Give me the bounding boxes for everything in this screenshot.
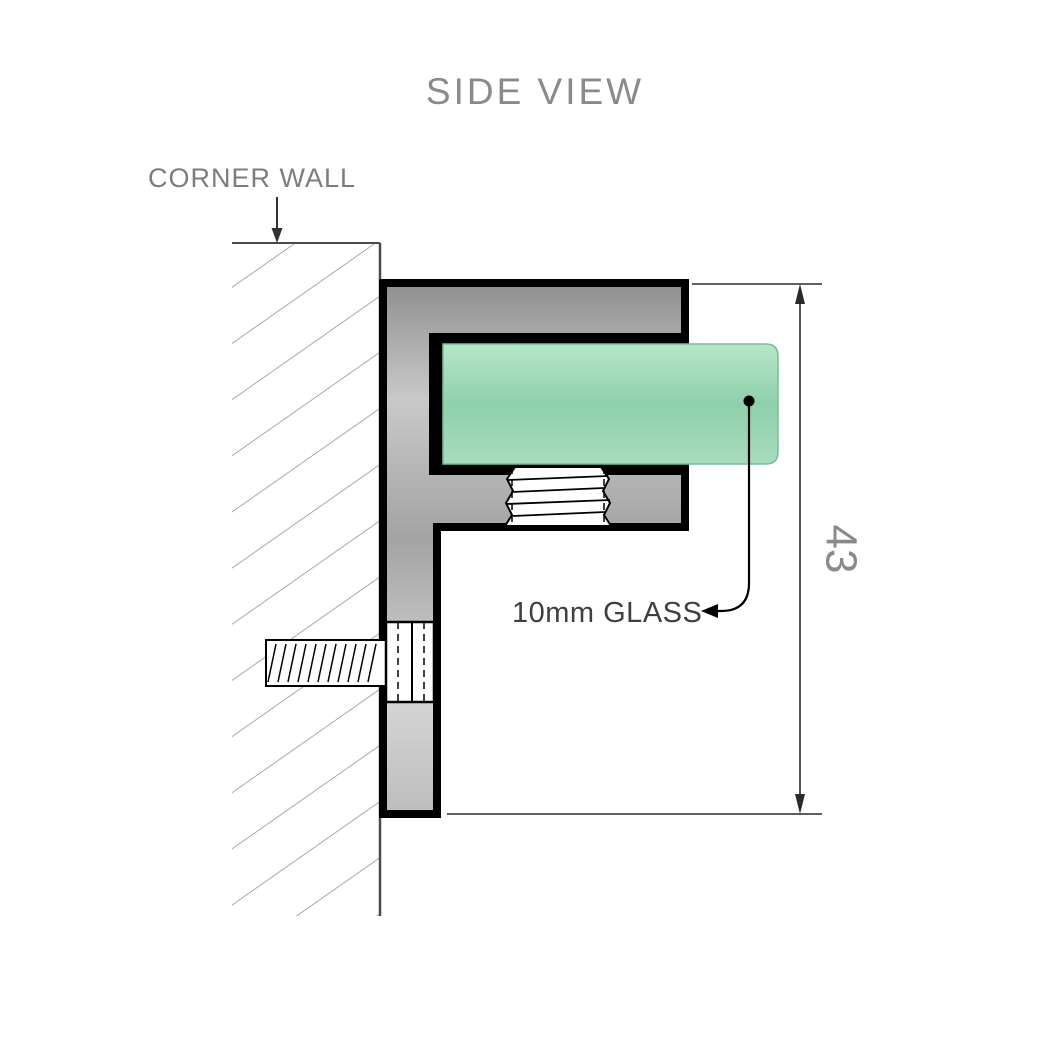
wall-screw-shank xyxy=(265,639,389,687)
dimension-label: 43 xyxy=(816,525,865,574)
wall-screw xyxy=(265,620,436,704)
glass-label: 10mm GLASS xyxy=(512,597,702,629)
glass-leader-line xyxy=(714,405,751,613)
glass-leader-dot xyxy=(743,395,755,407)
wall-label: CORNER WALL xyxy=(148,163,356,193)
wall-hatch xyxy=(232,243,380,916)
glass-leader-arrow xyxy=(701,604,718,618)
wall-screw-collar xyxy=(384,620,436,704)
wall-label-arrow-head xyxy=(271,228,283,243)
glass-callout: 10mm GLASS xyxy=(512,395,755,629)
page-title: SIDE VIEW xyxy=(426,71,644,112)
dimension-arrow-top xyxy=(795,284,805,304)
dimension-arrow-bottom xyxy=(795,794,805,814)
grub-screw xyxy=(503,466,613,528)
dimension-43: 43 xyxy=(447,283,865,815)
glass-panel xyxy=(442,343,779,465)
